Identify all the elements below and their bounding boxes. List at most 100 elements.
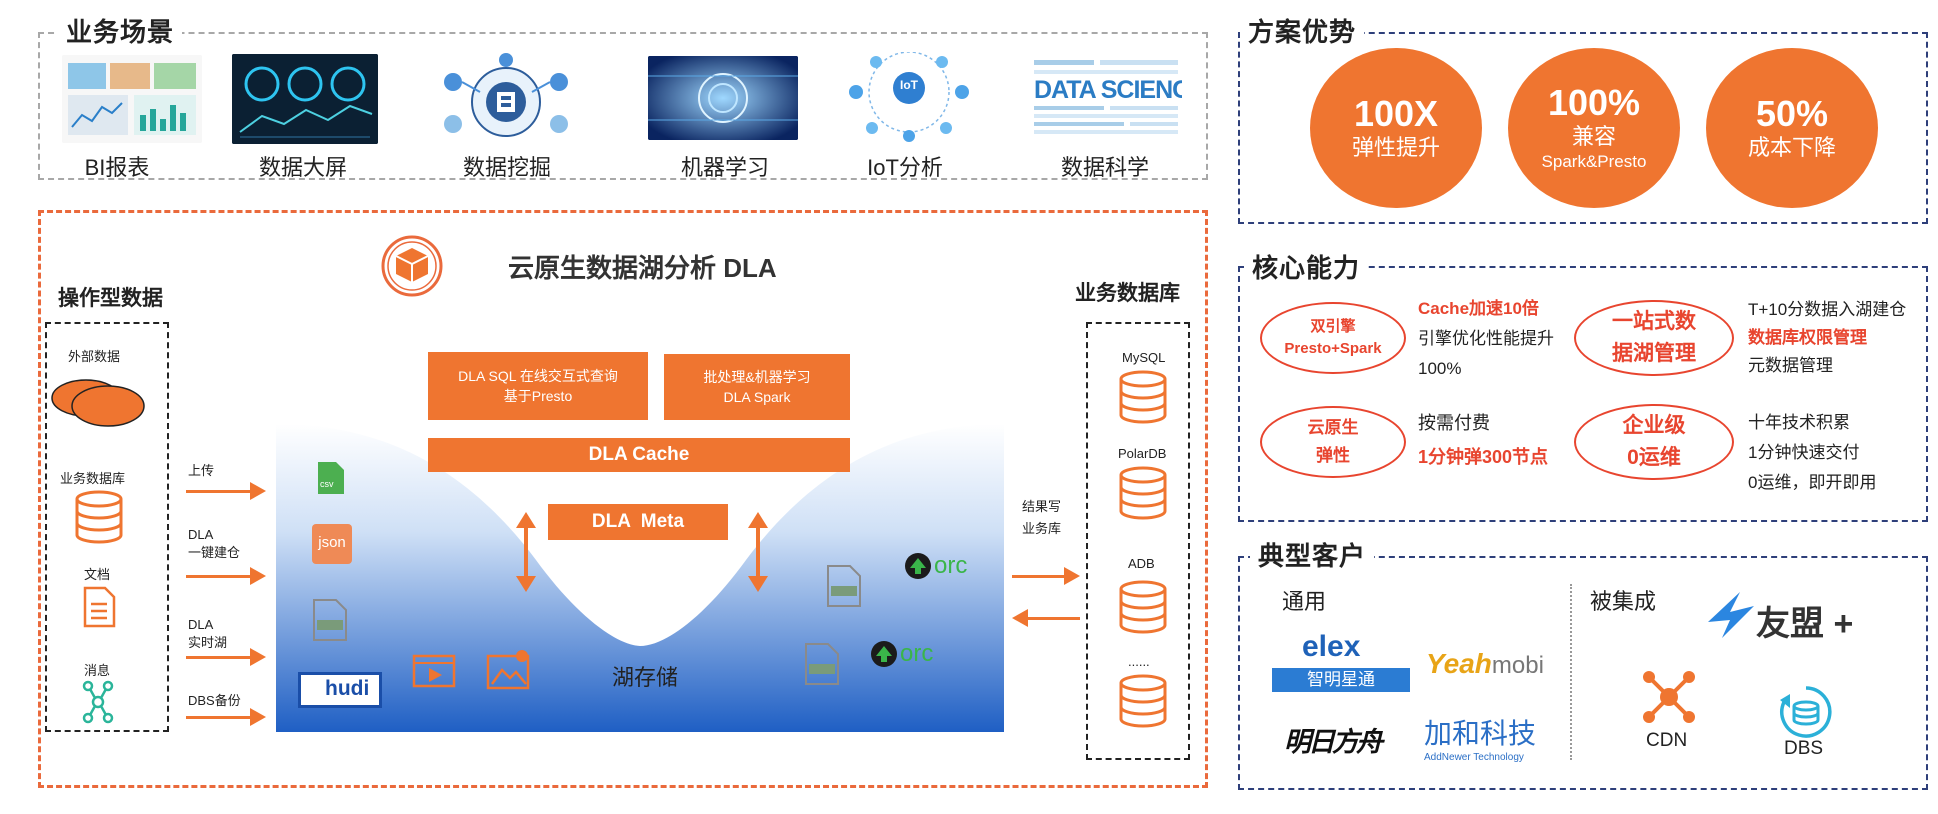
- jiahe-logo-en: AddNewer Technology: [1424, 752, 1524, 763]
- dla-sql-line2: 基于Presto: [503, 388, 573, 404]
- json-file-text: json: [318, 534, 346, 551]
- cap-oval-dual-engine-l2: Presto+Spark: [1284, 340, 1382, 357]
- capabilities-title: 核心能力: [1244, 248, 1369, 285]
- cdn-label: CDN: [1646, 730, 1688, 751]
- cap-text-engine-c: 100%: [1418, 359, 1462, 378]
- result-write-label: 结果写 业务库: [1022, 499, 1062, 536]
- iot-badge-text: IoT: [900, 78, 918, 92]
- cap-oval-cloud-native: 云原生 弹性: [1260, 406, 1406, 478]
- parquet-file-icon-3: [804, 642, 840, 686]
- advantage-compat-label: 兼容: [1571, 124, 1616, 149]
- orc-logo-1: orc: [904, 552, 984, 584]
- cdn-icon: [1640, 670, 1698, 724]
- dbs-icon: [1778, 684, 1834, 740]
- dla-meta-box: DLA Meta: [548, 504, 728, 540]
- cap-text-engine-a: Cache加速10倍: [1418, 299, 1539, 318]
- jiahe-logo-text: 加和科技: [1424, 718, 1537, 749]
- source-label-doc: 文档: [84, 567, 111, 582]
- scenario-label-ml: 机器学习: [680, 155, 769, 180]
- scenario-label-iot: IoT分析: [867, 155, 943, 180]
- cap-text-onestop: T+10分数据入湖建仓 数据库权限管理 元数据管理: [1748, 296, 1906, 380]
- advantage-elastic: 100X 弹性提升: [1310, 48, 1482, 208]
- customers-title: 典型客户: [1250, 536, 1375, 573]
- more-db-icon: [1116, 674, 1170, 728]
- cap-text-enterprise-b: 1分钟快速交付: [1748, 443, 1860, 462]
- machine-learning-icon: [648, 56, 798, 140]
- orc-logo-1-text: orc: [934, 552, 968, 579]
- mysql-db-icon: [1116, 370, 1170, 424]
- advantage-compat: 100% 兼容 Spark&Presto: [1508, 48, 1680, 208]
- cap-text-engine-b: 引擎优化性能提升: [1418, 329, 1554, 348]
- lake-storage-area: [276, 420, 1004, 732]
- parquet-file-icon: [312, 598, 348, 642]
- youmeng-logo: 友盟 +: [1700, 586, 1900, 650]
- dla-logo-icon: [380, 234, 444, 298]
- advantage-compat-value: 100%: [1547, 82, 1641, 123]
- right-section-title: 业务数据库: [1075, 282, 1180, 305]
- cap-text-enterprise-a: 十年技术积累: [1748, 413, 1850, 432]
- mingri-logo: 明日方舟: [1284, 727, 1383, 757]
- bi-report-icon: [62, 55, 202, 143]
- flow-label-upload: 上传: [188, 463, 215, 478]
- yeahmobi-logo: Yeahmobi: [1426, 648, 1576, 688]
- source-label-external: 外部数据: [68, 349, 121, 364]
- scenario-label-datascience: 数据科学: [1060, 155, 1149, 180]
- elex-logo-cn: 智明星通: [1272, 668, 1410, 692]
- yeahmobi-logo-b: mobi: [1491, 652, 1544, 679]
- advantage-elastic-value: 100X: [1353, 93, 1439, 134]
- source-label-db: 业务数据库: [60, 471, 126, 486]
- data-science-icon: DATA SCIENCE: [1030, 52, 1182, 144]
- lake-storage-label: 湖存储: [612, 665, 679, 690]
- flow-label-realtime: DLA 实时湖: [188, 617, 228, 650]
- flow-arrow-realtime: [186, 648, 266, 666]
- advantages-frame: [1238, 32, 1928, 224]
- dla-sql-box: DLA SQL 在线交互式查询 基于Presto: [428, 352, 648, 420]
- source-label-message: 消息: [84, 663, 111, 678]
- cap-oval-dual-engine-l1: 双引擎: [1310, 318, 1356, 335]
- orc-logo-2-text: orc: [900, 640, 934, 667]
- customers-divider: [1570, 584, 1572, 760]
- video-icon: [412, 652, 456, 690]
- advantage-cost-value: 50%: [1755, 93, 1829, 134]
- cap-oval-cloud-native-l1: 云原生: [1307, 418, 1359, 437]
- cap-text-onestop-c: 元数据管理: [1748, 356, 1833, 375]
- scenarios-title: 业务场景: [58, 12, 183, 49]
- cap-text-elastic-a: 按需付费: [1418, 413, 1490, 433]
- advantage-elastic-label: 弹性提升: [1351, 135, 1440, 160]
- flow-arrow-oneclick: [186, 567, 266, 585]
- db-label-adb: ADB: [1128, 556, 1155, 571]
- csv-file-icon: csv: [316, 460, 346, 496]
- cap-text-onestop-a: T+10分数据入湖建仓: [1748, 300, 1907, 319]
- customers-frame: [1238, 556, 1928, 790]
- cap-text-elastic: 按需付费 1分钟弹300节点: [1418, 406, 1548, 474]
- data-science-word: DATA SCIENCE: [1034, 76, 1182, 104]
- elex-logo: elex 智明星通: [1272, 630, 1412, 694]
- dla-spark-line2: DLA Spark: [723, 389, 791, 405]
- flow-label-oneclick: DLA 一键建仓: [188, 527, 241, 560]
- dla-cache-box: DLA Cache: [428, 438, 850, 472]
- dla-frame: [38, 210, 1208, 788]
- hudi-logo: hudi: [298, 672, 382, 708]
- image-icon: [486, 648, 532, 690]
- jiahe-logo: 加和科技 AddNewer Technology: [1424, 712, 1574, 763]
- scenarios-frame: [38, 32, 1208, 180]
- dla-title: 云原生数据湖分析 DLA: [508, 253, 777, 283]
- scenario-label-mining: 数据挖掘: [462, 155, 551, 180]
- cap-oval-enterprise-l2: 0运维: [1627, 446, 1681, 469]
- elex-logo-text: elex: [1302, 630, 1361, 663]
- cap-text-enterprise-c: 0运维，即开即用: [1748, 473, 1877, 492]
- right-dbs-box: [1086, 322, 1190, 760]
- dla-spark-line1: 批处理&机器学习: [703, 369, 811, 385]
- db-label-mysql: MySQL: [1122, 350, 1166, 365]
- adb-icon: [1116, 580, 1170, 634]
- source-db-icon: [72, 490, 126, 544]
- dla-sql-line1: DLA SQL 在线交互式查询: [458, 368, 618, 384]
- left-section-title: 操作型数据: [58, 287, 163, 310]
- document-icon: [82, 586, 116, 628]
- hudi-logo-text: hudi: [325, 677, 370, 700]
- yeahmobi-logo-a: Yeah: [1426, 648, 1492, 679]
- double-arrow-left: [516, 512, 536, 592]
- double-arrow-right: [748, 512, 768, 592]
- advantages-title: 方案优势: [1240, 12, 1365, 49]
- cap-text-engine: Cache加速10倍 引擎优化性能提升 100%: [1418, 294, 1554, 384]
